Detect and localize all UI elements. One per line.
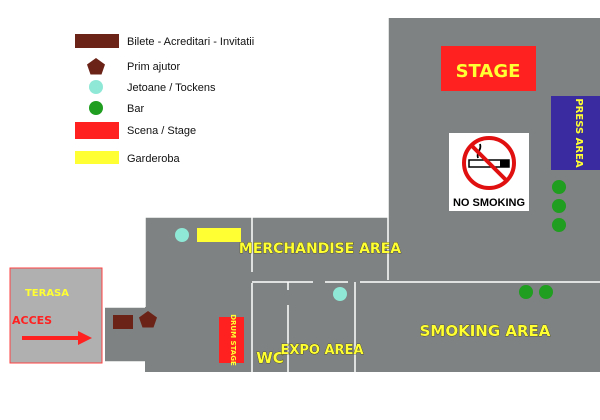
press-area [551,96,600,170]
press-area-label: PRESS AREA [573,98,584,168]
first-aid-icon [139,311,157,328]
legend-cloakroom-swatch [75,151,119,164]
no-smoking-icon [462,136,516,190]
drum-stage [219,317,244,363]
tokens-icon [89,80,103,94]
terasa-label: TERASA [25,288,69,299]
tickets-booth [113,315,133,329]
cloakroom [197,228,241,242]
legend-tickets-label: Bilete - Acreditari - Invitatii [127,36,254,48]
terasa-area [9,267,103,364]
merchandise-hall [145,217,355,372]
legend-tickets-swatch [75,34,119,48]
legend-first-aid-label: Prim ajutor [127,61,181,73]
tokens-icon [175,228,189,242]
bar-icon [539,285,553,299]
legend-stage-label: Scena / Stage [127,125,196,137]
legend-stage-swatch [75,122,119,139]
first-aid-icon [87,58,105,75]
legend: Bilete - Acreditari - Invitatii Prim aju… [75,34,254,165]
main-stage [441,46,536,91]
tokens-icon [333,287,347,301]
bar-icon [89,101,103,115]
drum-stage-label: DRUM STAGE [229,314,237,366]
legend-tokens-label: Jetoane / Tockens [127,82,216,94]
smoking-area-label: SMOKING AREA [420,322,551,340]
bar-icon [519,285,533,299]
wc-label: WC [256,349,284,367]
merchandise-area-label: MERCHANDISE AREA [239,241,401,257]
entrance-arrow-icon [22,331,92,345]
stage-label: STAGE [456,61,521,82]
expo-area-label: EXPO AREA [280,343,363,358]
legend-cloakroom-label: Garderoba [127,153,180,165]
interior-walls [105,18,600,372]
acces-label: ACCES [12,314,52,327]
smoking-hall [355,217,600,372]
bar-icon [552,180,566,194]
no-smoking-label: NO SMOKING [453,197,525,209]
bar-icon [552,218,566,232]
legend-bar-label: Bar [127,103,144,115]
bar-icon [552,199,566,213]
